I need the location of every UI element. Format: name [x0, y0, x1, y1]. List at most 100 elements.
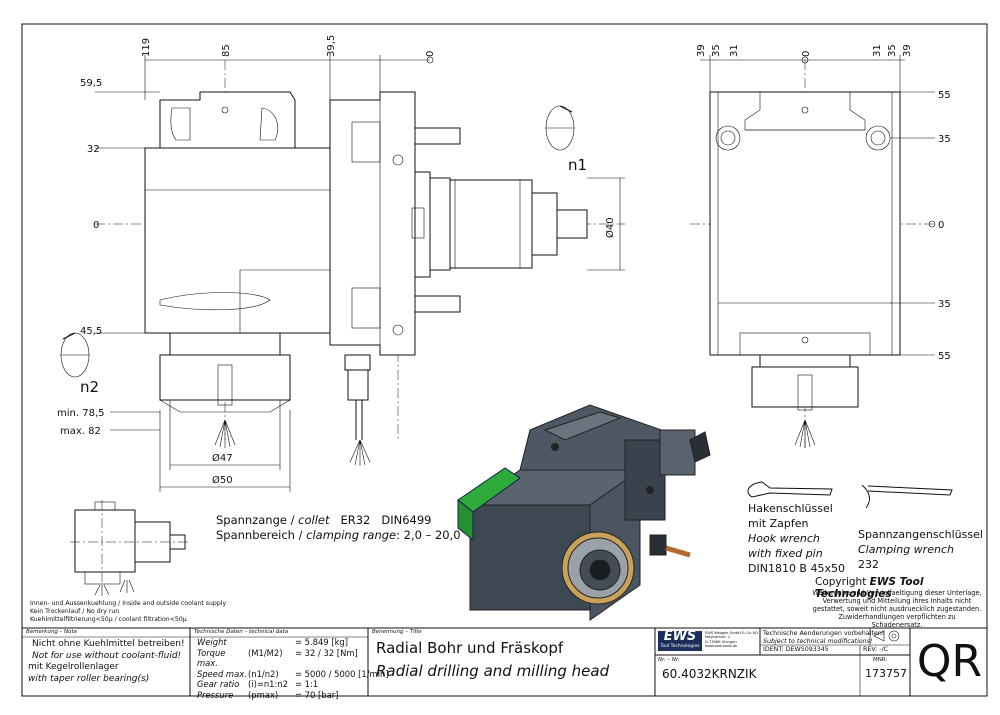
changes-de: Technische Aenderungen vorbehalten!	[763, 630, 885, 637]
remark-1: Nicht ohne Kuehlmittel betreiben!	[32, 639, 185, 649]
dim-left-0: 0	[93, 220, 99, 231]
mnr-label: MNR:	[873, 657, 888, 663]
dim-r-top-35b: 35	[887, 44, 898, 57]
dim-d40: Ø40	[604, 217, 616, 238]
collet-type: ER32	[340, 513, 371, 527]
remark-2: Not for use without coolant-fluid!	[32, 650, 182, 661]
drawing-frame	[21, 23, 988, 697]
dim-left-32: 32	[87, 144, 100, 155]
hook-wrench-norm: DIN1810 B 45x50	[748, 562, 845, 575]
ews-logo-sub: Tool Technologies	[660, 644, 700, 649]
clamping-range-value: : 2,0 – 20,0	[396, 528, 461, 542]
address-line: Maybachstr. 1	[705, 635, 731, 640]
dim-r-0: 0	[938, 220, 944, 231]
dim-r-35a: 35	[938, 134, 951, 145]
rev-symbol-icon	[873, 630, 900, 642]
name-header: Benennung – Title	[372, 629, 422, 635]
dim-r-55a: 55	[938, 90, 951, 101]
remarks: Nicht ohne Kuehlmittel betreiben! Not fo…	[28, 639, 185, 685]
copyright-title: Copyright EWS Tool Technologies	[815, 576, 1000, 600]
coolant-schematic	[70, 500, 190, 596]
hook-wrench-drawing	[747, 481, 833, 498]
dim-d47: Ø47	[212, 452, 233, 464]
dim-r-top-31b: 31	[872, 44, 883, 57]
label-n1: n1	[568, 156, 587, 174]
nr-label: Nr. – Nr.	[658, 657, 680, 663]
right-dimension-lines	[700, 55, 936, 356]
mnr-value: 173757	[865, 667, 907, 680]
clamp-wrench-de: Spannzangenschlüssel	[858, 528, 983, 541]
clamping-wrench-drawing	[861, 484, 953, 509]
dim-top-0: 0	[425, 51, 436, 57]
tech-data: Weight= 5.849 [kg] Torque max.(M1/M2)= 3…	[197, 637, 389, 700]
collet-label-de: Spannzange /	[216, 513, 295, 527]
product-name-de: Radial Bohr und Fräskopf	[376, 639, 564, 657]
address-line: www.ews-tools.de	[705, 644, 738, 649]
ews-logo: EWS	[663, 629, 697, 644]
dim-r-top-39a: 39	[696, 44, 707, 57]
copyright-prefix: Copyright	[815, 576, 870, 588]
hook-wrench-info: Hakenschlüssel mit Zapfen Hook wrench wi…	[748, 501, 845, 576]
tech-header: Technische Daten – technical data	[194, 629, 289, 635]
dim-r-35b: 35	[938, 299, 951, 310]
isometric-3d-render	[457, 404, 711, 621]
clamping-range-label-en: clamping range	[306, 528, 397, 542]
tech-row: Torque max.(M1/M2)= 32 / 32 [Nm]	[197, 647, 358, 669]
address-line: EWS Weigele GmbH & Co. KG	[705, 631, 759, 635]
title-block-lines	[22, 627, 987, 696]
rev-label: REV:	[863, 646, 878, 653]
ews-logo-box	[658, 631, 702, 651]
dim-max: max. 82	[60, 426, 101, 437]
clamping-wrench-info: Spannzangenschlüssel Clamping wrench 232	[858, 527, 983, 572]
clamp-wrench-num: 232	[858, 558, 879, 571]
coolant-note: Kuehlmittelfiltrierung<50µ / coolant fil…	[30, 616, 187, 623]
company-address: EWS Weigele GmbH & Co. KG Maybachstr. 1 …	[705, 631, 758, 649]
clamping-range-label-de: Spannbereich /	[216, 528, 303, 542]
hook-wrench-en2: with fixed pin	[748, 547, 823, 560]
copyright-line: Zuwiderhandlungen verpflichten zu Schade…	[838, 613, 956, 629]
dim-top-39-5: 39,5	[326, 35, 337, 57]
collet-norm: DIN6499	[381, 513, 432, 527]
dim-min: min. 78,5	[57, 408, 104, 419]
copyright-text: Weitergabe und Vervielfaeltigung dieser …	[812, 589, 982, 629]
dim-left-59-5: 59,5	[80, 78, 102, 89]
side-view	[95, 60, 625, 466]
tech-row: Weight= 5.849 [kg]	[197, 637, 349, 647]
coolant-note: Innen- und Aussenkuehlung / Inside and o…	[30, 600, 227, 607]
dim-r-top-0: 0	[801, 51, 812, 57]
front-view	[690, 60, 935, 450]
tech-row: Pressure(pmax)= 70 [bar]	[197, 689, 339, 700]
nr-value: 60.4032KRNZIK	[662, 667, 757, 681]
copyright-brand: EWS Tool Technologies	[815, 576, 924, 600]
rev: REV: -/C	[863, 646, 888, 653]
rev-value: -/C	[879, 646, 889, 653]
tech-row: Gear ratio(i)=n1:n2= 1:1	[197, 679, 319, 689]
hook-wrench-en1: Hook wrench	[748, 532, 820, 545]
hook-wrench-de1: Hakenschlüssel	[748, 502, 833, 515]
coolant-notes: Innen- und Aussenkuehlung / Inside and o…	[30, 600, 226, 624]
dim-top-119: 119	[141, 38, 152, 57]
left-dims-text: 119 85 39,5 0 59,5 32 0 45,5 min. 78,5 m…	[57, 35, 616, 486]
ident-value: DEWS093345	[785, 646, 829, 653]
hook-wrench-de2: mit Zapfen	[748, 517, 809, 530]
dim-r-top-31a: 31	[729, 44, 740, 57]
changes-note: Technische Aenderungen vorbehalten! Subj…	[763, 630, 884, 645]
tech-row: Speed max.(n1/n2)= 5000 / 5000 [1/min]	[197, 668, 389, 679]
ident-label: IDENT:	[763, 646, 784, 653]
ident: IDENT: DEWS093345	[763, 646, 829, 653]
remark-3: mit Kegelrollenlager	[28, 662, 119, 672]
remark-header: Bemerkung – Note	[26, 629, 78, 635]
clamp-wrench-en: Clamping wrench	[858, 543, 954, 556]
dim-left-45-5: 45,5	[80, 326, 102, 337]
copyright-line: Verwertung und Mitteilung ihres Inhalts …	[822, 597, 972, 605]
copyright-line: gestattet, soweit nicht ausdruecklich zu…	[812, 605, 982, 613]
dim-d50: Ø50	[212, 474, 233, 486]
label-n2: n2	[80, 378, 99, 396]
dim-top-85: 85	[221, 44, 232, 57]
copyright-line: Weitergabe und Vervielfaeltigung dieser …	[812, 589, 982, 597]
collet-label-en: collet	[298, 513, 330, 527]
product-name-en: Radial drilling and milling head	[376, 662, 610, 680]
address-line: D-73066 Uhingen	[705, 639, 737, 644]
dim-r-top-39b: 39	[902, 44, 913, 57]
